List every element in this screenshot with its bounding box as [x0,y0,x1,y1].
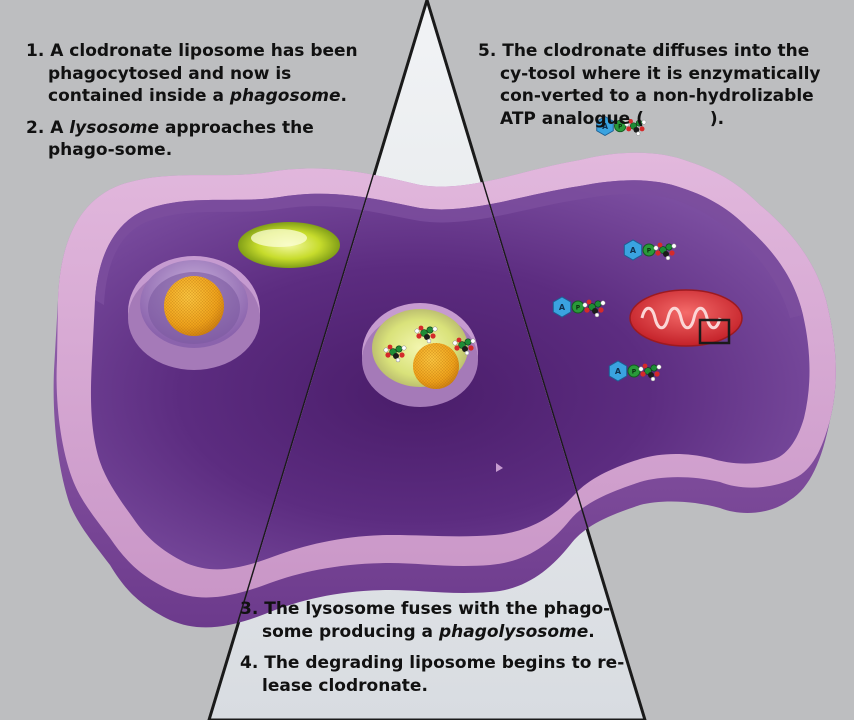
step-emphasis: lysosome [69,117,160,138]
adenosine-label: A [602,122,608,131]
step-text-end: . [588,621,595,642]
adenosine-label: A [615,367,622,376]
step-text: The clodronate diffuses into the cy-toso… [500,41,821,129]
phagosome [128,256,260,370]
step-text: The lysosome fuses with the phago-some p… [262,599,611,642]
step-number: 3. [240,599,259,619]
lysosome [238,222,340,268]
phosphate-label: P [618,124,622,130]
clodronate-liposome [164,276,224,336]
caption-steps-1-2: 1. A clodronate liposome has been phagoc… [26,40,376,171]
caption-steps-3-4: 3. The lysosome fuses with the phago-som… [240,598,630,706]
mitochondrion [629,289,743,347]
membrane-notch [496,463,503,472]
adenosine-hexagon [552,296,572,318]
step-emphasis: phagolysosome [438,621,589,642]
step-text: A [50,117,70,138]
step-4: 4. The degrading liposome begins to re-l… [240,652,630,697]
adenosine-hexagon [608,360,628,382]
degrading-liposome [413,343,459,389]
step-number: 1. [26,41,45,61]
phosphate-label: P [576,305,581,312]
step-2: 2. A lysosome approaches the phago-some. [26,117,376,162]
step-number: 2. [26,117,45,138]
caption-step-5: 5. The clodronate diffuses into the cy-t… [478,40,823,139]
step-number: 4. [240,653,259,673]
step-5: 5. The clodronate diffuses into the cy-t… [478,40,823,130]
adenosine-label: A [559,303,566,312]
step-text: The degrading liposome begins to re-leas… [262,653,625,696]
adenosine-label: A [630,246,637,255]
step-text-end: approaches the phago-some. [48,117,314,161]
adenosine-hexagon [623,239,643,261]
step-text-end: . [340,86,347,106]
step-text: A clodronate liposome has been phagocyto… [48,41,358,106]
step-text-end: ). [709,108,725,129]
phosphate-label: P [632,369,637,376]
step-emphasis: phagosome [229,86,341,106]
step-number: 5. [478,41,497,61]
step-3: 3. The lysosome fuses with the phago-som… [240,598,630,643]
adenosine-hexagon [596,115,614,137]
phagolysosome [362,303,478,407]
zoom-box [698,318,731,345]
step-1: 1. A clodronate liposome has been phagoc… [26,40,376,108]
phosphate-label: P [647,248,652,255]
